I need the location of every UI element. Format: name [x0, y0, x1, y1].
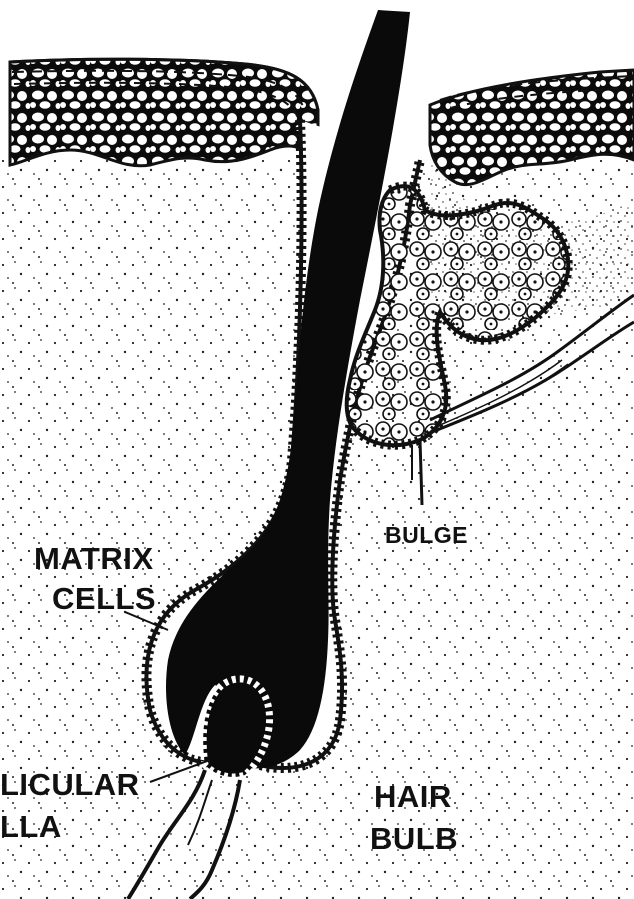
dermal-papilla [203, 679, 269, 777]
matrix-cells-label-line1: MATRIX [34, 540, 154, 577]
matrix-cells-label-line2: CELLS [52, 580, 156, 617]
hair-bulb-label-line2: BULB [370, 820, 458, 857]
bulge-label: BULGE [385, 522, 468, 549]
follicular-papilla-label-line2: LLA [0, 808, 62, 845]
bulge-pointer [420, 440, 422, 505]
epidermis-left [10, 59, 318, 170]
hair-bulb-label-line1: HAIR [374, 778, 452, 815]
follicular-papilla-label-line1: LICULAR [0, 766, 140, 803]
